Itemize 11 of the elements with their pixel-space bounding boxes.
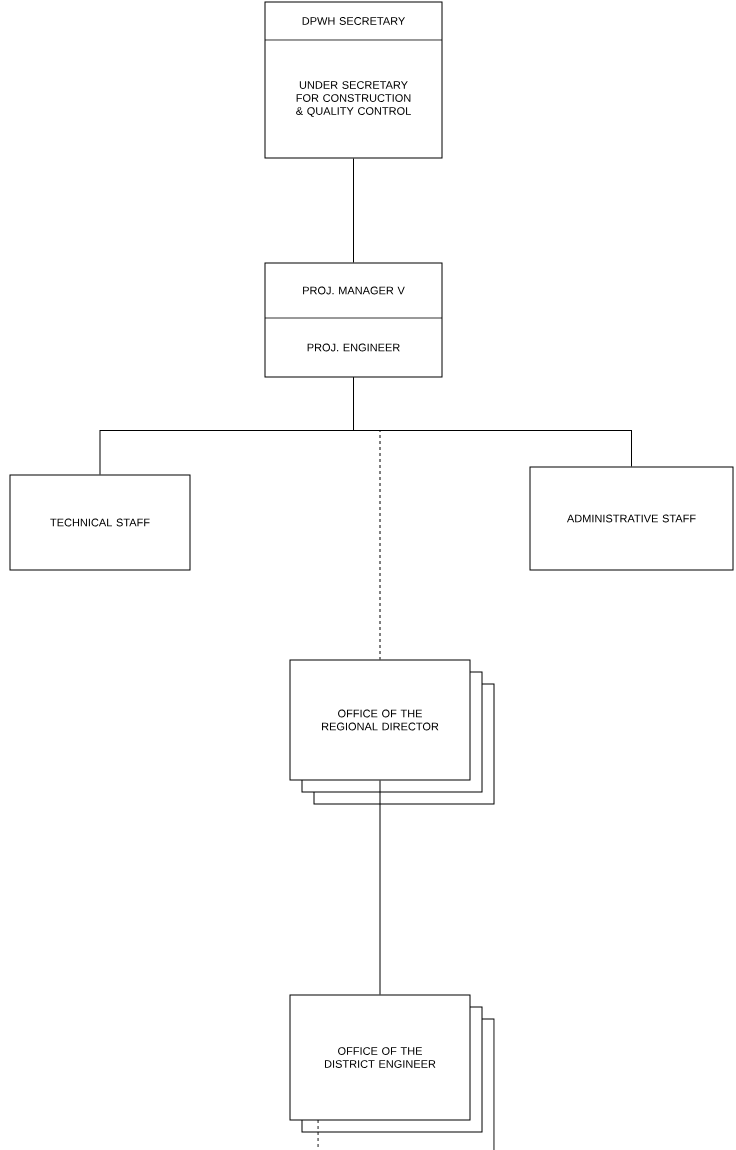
org-box: PROJ. MANAGER V PROJ. ENGINEER: [264, 262, 443, 378]
org-box: DPWH SECRETARY UNDER SECRETARY FOR CONSTRUCTION & QUALITY CONTROL: [264, 1, 443, 159]
connector-line: [317, 1119, 319, 1150]
stacked-box: OFFICE OF THE DISTRICT ENGINEER: [289, 994, 495, 1150]
connector-line: [353, 158, 354, 263]
connector-line: [353, 377, 632, 467]
stacked-box: OFFICE OF THE REGIONAL DIRECTOR: [289, 659, 495, 805]
org-box: ADMINISTRATIVE STAFF: [529, 466, 734, 571]
org-box: TECHNICAL STAFF: [9, 474, 191, 571]
connector-line: [353, 377, 381, 660]
connector-line: [379, 780, 381, 995]
